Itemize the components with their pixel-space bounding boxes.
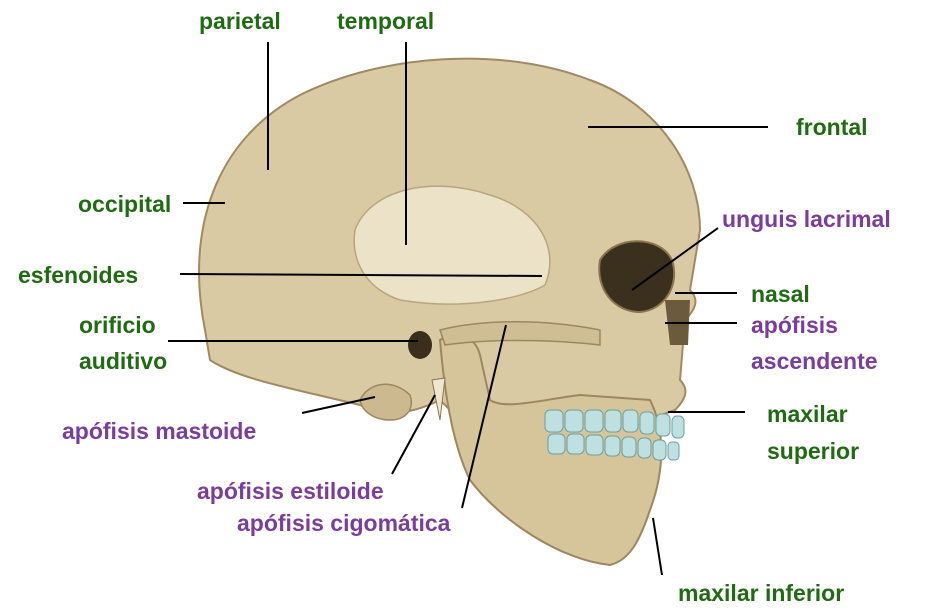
label-orificio: orificio <box>79 312 156 339</box>
label-apofisis-estiloide: apófisis estiloide <box>197 478 384 505</box>
label-apofisis-cigomatica: apófisis cigomática <box>237 510 450 537</box>
label-maxilar-superior-2: superior <box>767 438 859 465</box>
label-unguis-lacrimal: unguis lacrimal <box>722 206 891 233</box>
label-occipital: occipital <box>78 191 171 218</box>
label-maxilar-inferior: maxilar inferior <box>678 580 844 607</box>
label-frontal: frontal <box>796 114 868 141</box>
mastoid-shape <box>360 384 411 420</box>
label-apofisis-ascendente-1: apófisis <box>751 312 838 339</box>
label-parietal: parietal <box>199 8 281 35</box>
auditory-orifice-shape <box>408 331 432 359</box>
label-maxilar-superior-1: maxilar <box>767 401 848 428</box>
label-temporal: temporal <box>337 8 434 35</box>
label-apofisis-ascendente-2: ascendente <box>751 348 878 375</box>
label-auditivo: auditivo <box>79 348 167 375</box>
label-apofisis-mastoide: apófisis mastoide <box>62 418 256 445</box>
label-esfenoides: esfenoides <box>18 262 138 289</box>
label-nasal: nasal <box>751 281 810 308</box>
